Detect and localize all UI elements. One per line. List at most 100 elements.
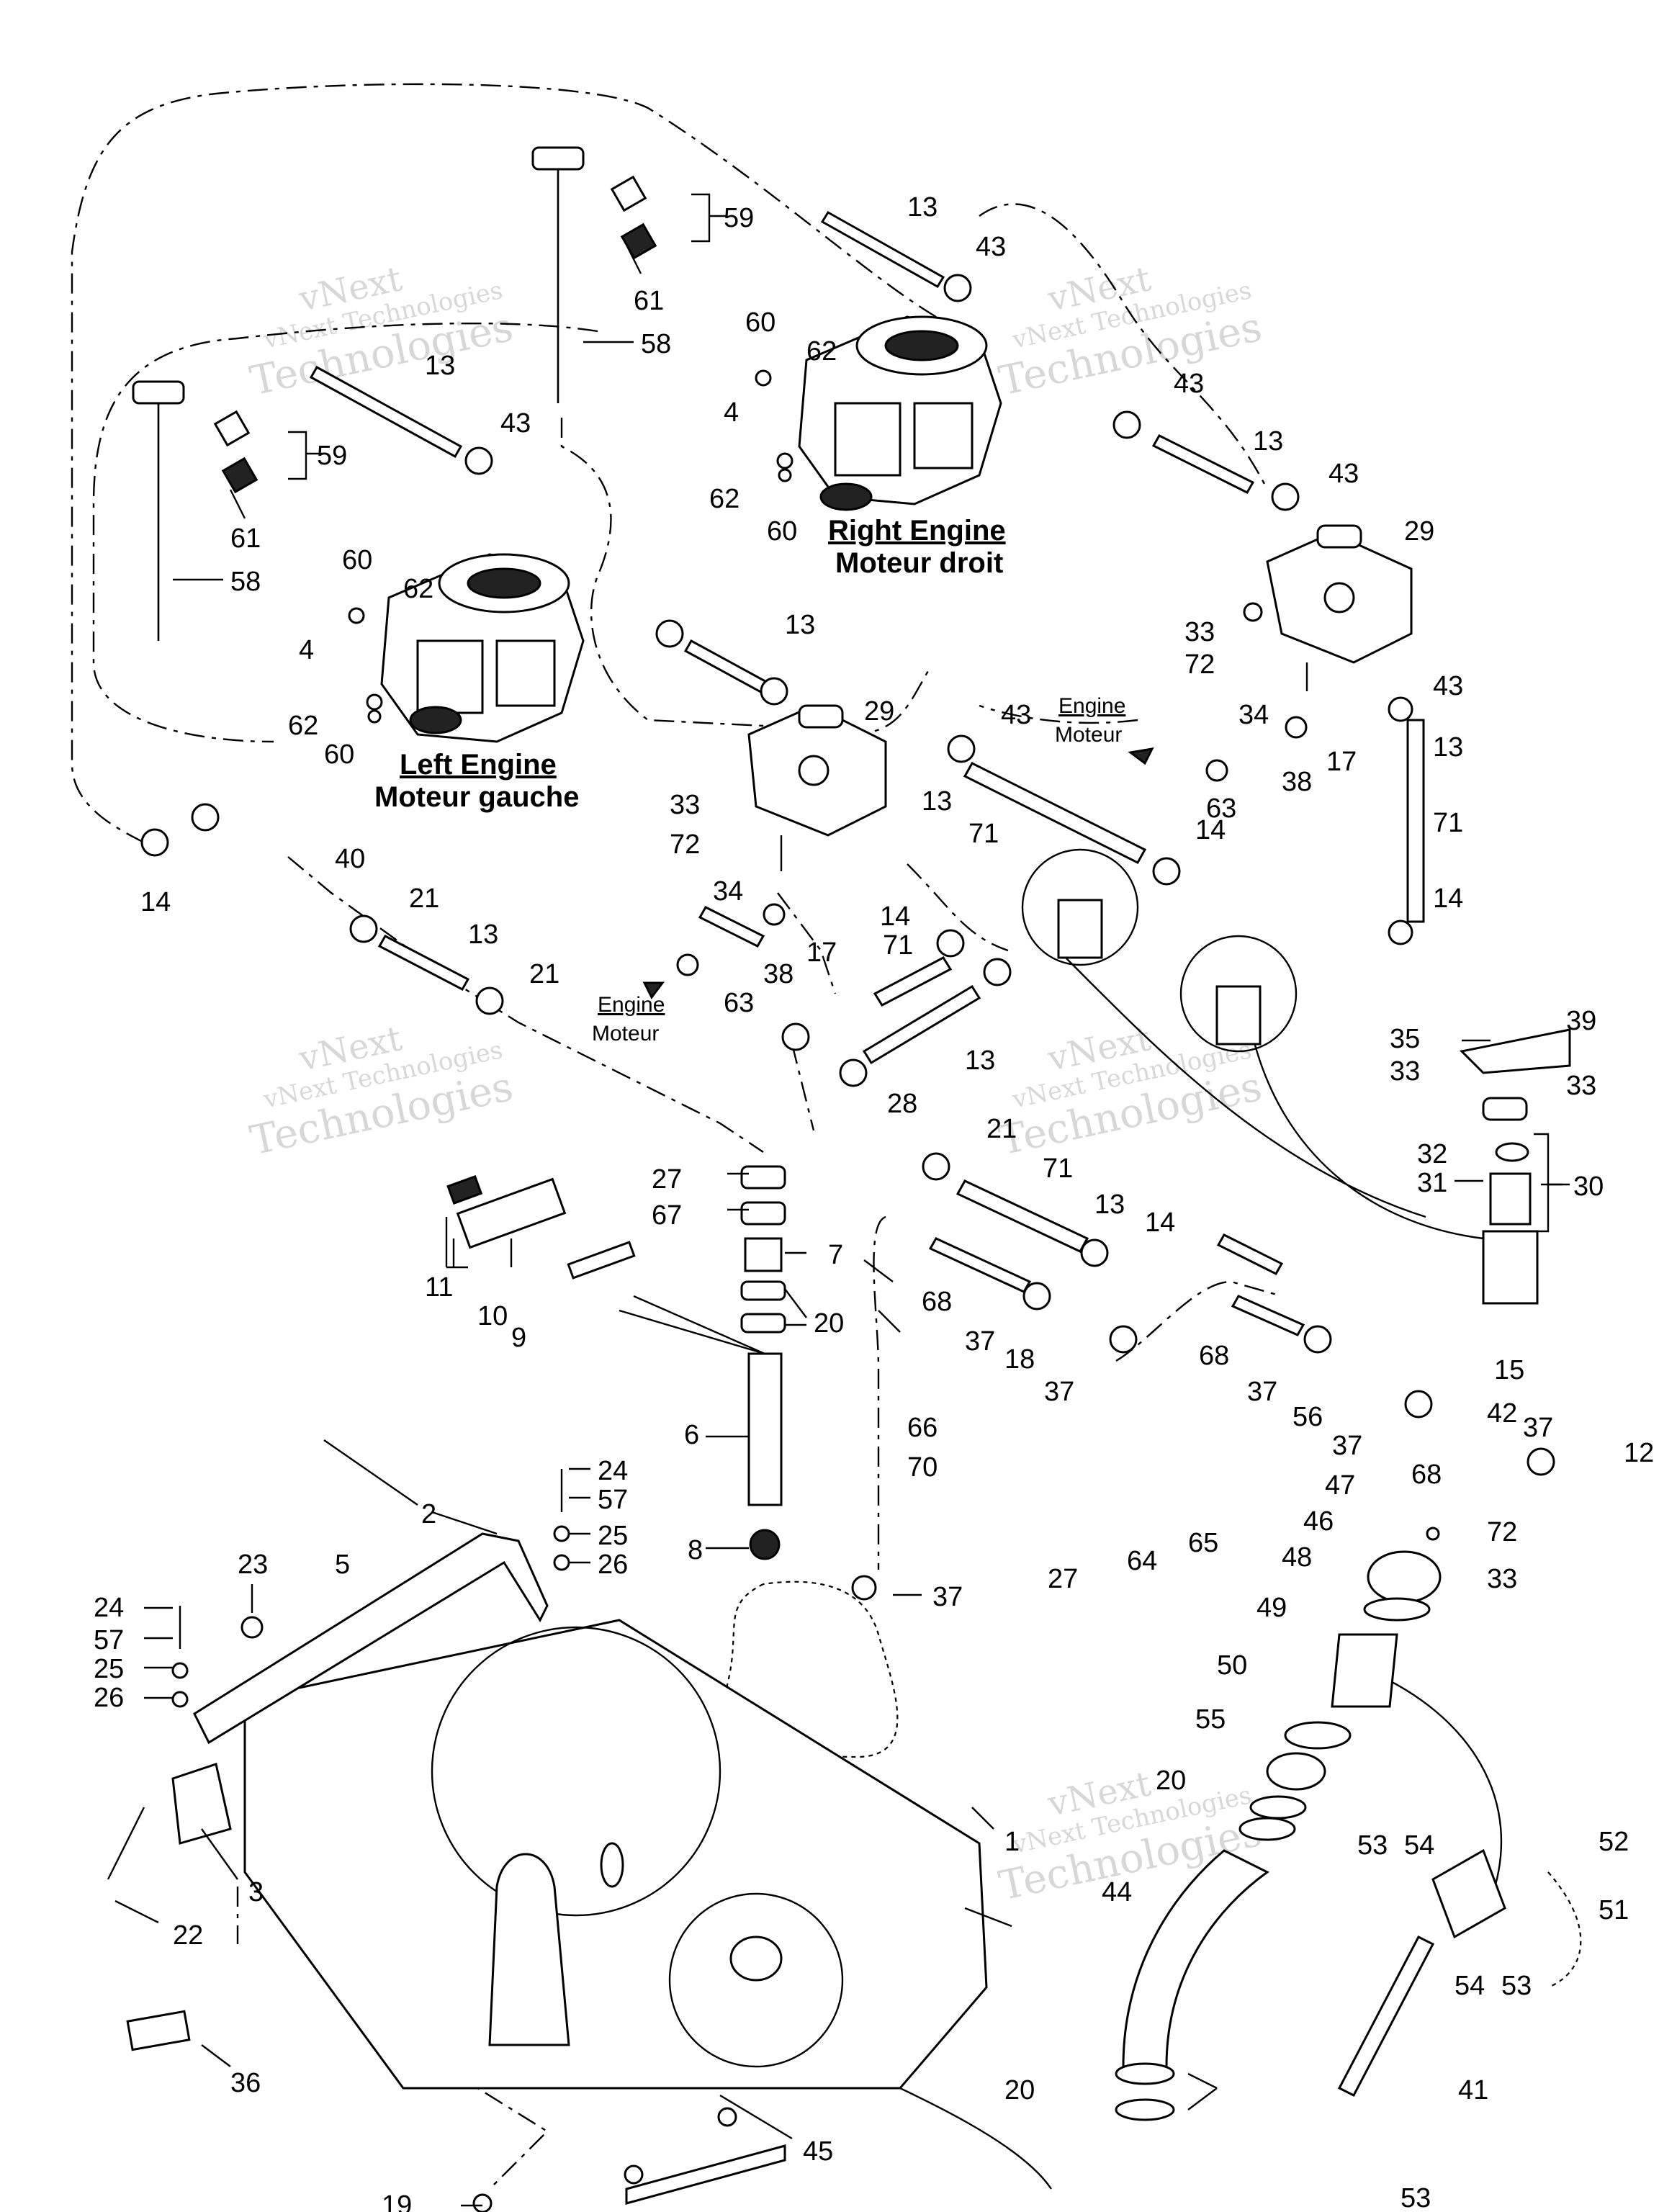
callout: 68 [1199, 1341, 1229, 1371]
callout: 42 [1487, 1398, 1517, 1429]
callout: 53 [1357, 1830, 1388, 1861]
callout: 60 [745, 307, 775, 338]
callout: 37 [1332, 1431, 1362, 1461]
callout: 20 [1004, 2075, 1035, 2105]
throttle-cable-right [531, 146, 657, 403]
callout: 44 [1102, 1877, 1132, 1907]
callout: 68 [1411, 1460, 1442, 1490]
callout: 30 [1573, 1172, 1604, 1202]
watermark: vNext vNext Technologies Technologies [246, 1018, 517, 1164]
callout: 48 [1282, 1542, 1312, 1573]
callout: 18 [1004, 1344, 1035, 1375]
callout: 33 [1566, 1071, 1596, 1101]
callout: 58 [230, 567, 261, 597]
to-engine-label-fr: Moteur [1055, 723, 1122, 747]
callout: 34 [1238, 700, 1269, 730]
callout: 23 [238, 1550, 268, 1580]
left-engine-label-fr: Moteur gauche [374, 781, 579, 813]
fuel-pump-left [747, 704, 887, 871]
callout: 4 [299, 635, 314, 665]
callout: 27 [652, 1164, 682, 1195]
left-engine-label: Left Engine [400, 749, 557, 781]
callout: 43 [1001, 700, 1031, 730]
engine-labels: Right Engine Moteur droit Left Engine Mo… [374, 515, 1154, 1046]
callout: 60 [767, 516, 797, 547]
callout: 46 [1303, 1506, 1334, 1537]
callout: 71 [883, 930, 913, 961]
callout: 65 [1188, 1528, 1218, 1558]
callout: 33 [1390, 1056, 1420, 1087]
arrow-icon [1128, 747, 1154, 765]
callout: 20 [814, 1308, 844, 1339]
callout: 13 [1094, 1190, 1125, 1220]
fuel-tank [243, 1619, 988, 2090]
callout: 21 [986, 1114, 1017, 1144]
fuel-filter-details [1021, 848, 1571, 1305]
callout: 62 [288, 711, 318, 741]
callout: 41 [1458, 2075, 1488, 2105]
callout: 43 [976, 232, 1006, 262]
callout: 47 [1325, 1470, 1355, 1501]
callout: 25 [598, 1521, 628, 1551]
callout: 72 [1184, 649, 1215, 680]
watermark: vNext vNext Technologies Technologies [995, 258, 1266, 405]
callout: 14 [1433, 884, 1463, 914]
arrow-icon [642, 981, 665, 999]
fuel-pickup [446, 1165, 786, 1560]
callout: 40 [335, 844, 365, 874]
callout: 43 [500, 408, 531, 439]
hose-clamps [140, 274, 1555, 1601]
callout: 66 [907, 1413, 938, 1443]
callout: 7 [828, 1240, 843, 1270]
callout: 13 [468, 920, 498, 950]
callout: 14 [1145, 1208, 1175, 1238]
callout: 13 [922, 786, 952, 817]
callout: 25 [94, 1654, 124, 1684]
callout: 13 [1433, 732, 1463, 763]
callout: 35 [1390, 1024, 1420, 1054]
callout: 34 [713, 876, 743, 907]
callout: 8 [688, 1535, 703, 1565]
callout: 13 [785, 610, 815, 640]
callout: 71 [1433, 808, 1463, 838]
callout: 26 [598, 1550, 628, 1580]
callout: 26 [94, 1683, 124, 1713]
to-engine-label-fr: Moteur [592, 1022, 659, 1046]
callout: 52 [1599, 1827, 1629, 1857]
callout: 57 [598, 1485, 628, 1515]
callout: 62 [709, 484, 739, 514]
callout: 50 [1217, 1650, 1247, 1681]
right-engine-label: Right Engine [828, 515, 1006, 547]
watermark: vNext vNext Technologies Technologies [246, 258, 517, 405]
callout: 3 [248, 1877, 264, 1907]
callout: 24 [598, 1456, 628, 1486]
callout: 38 [763, 959, 793, 989]
callout: 13 [965, 1046, 995, 1076]
callout: 37 [1247, 1377, 1277, 1407]
callout: 15 [1494, 1355, 1524, 1385]
callout: 64 [1127, 1546, 1157, 1576]
callout: 4 [724, 397, 739, 428]
callout: 29 [864, 696, 894, 727]
callout: 61 [634, 286, 664, 316]
callout: 12 [1624, 1438, 1654, 1468]
callout: 54 [1455, 1971, 1485, 2001]
callout: 11 [425, 1272, 453, 1303]
callout: 72 [670, 830, 700, 860]
right-engine-label-fr: Moteur droit [835, 547, 1003, 579]
callout: 60 [324, 739, 354, 770]
callout: 71 [1043, 1154, 1073, 1184]
callout: 5 [335, 1550, 350, 1580]
callout: 62 [403, 574, 433, 604]
callout-numbers: 59 61 58 13 43 60 62 4 62 60 59 13 43 61… [94, 192, 1654, 2212]
callout: 59 [317, 441, 347, 471]
tank-strap [107, 1469, 786, 2212]
callout: 43 [1174, 369, 1204, 399]
callout: 54 [1404, 1830, 1434, 1861]
callout: 59 [724, 203, 754, 233]
callout: 37 [1044, 1377, 1074, 1407]
callout: 38 [1282, 767, 1312, 797]
callout: 13 [907, 192, 938, 222]
leader-lines [114, 193, 1570, 2207]
callout: 33 [670, 790, 700, 820]
